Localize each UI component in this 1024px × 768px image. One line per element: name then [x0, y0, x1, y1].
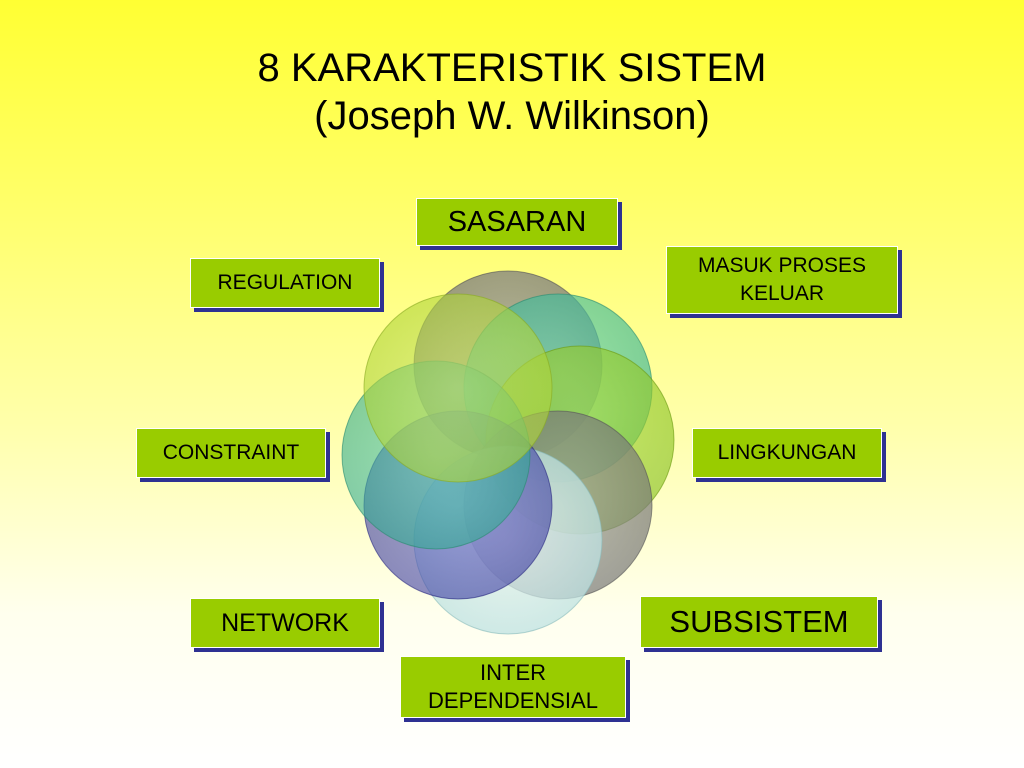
label-masuk-proses-keluar: MASUK PROSES KELUAR — [666, 246, 898, 314]
label-lingkungan-text: LINGKUNGAN — [717, 441, 857, 464]
label-constraint-text: CONSTRAINT — [162, 441, 300, 464]
petal-circle-top-left — [363, 293, 553, 483]
title-line-2: (Joseph W. Wilkinson) — [314, 94, 710, 138]
label-dependensial-text: DEPENDENSIAL — [428, 688, 598, 713]
label-inter-text: INTER — [480, 660, 546, 685]
label-sasaran: SASARAN — [416, 198, 618, 246]
petal-circles — [341, 270, 675, 635]
label-network-text: NETWORK — [221, 608, 349, 637]
label-regulation-text: REGULATION — [217, 271, 353, 294]
label-regulation: REGULATION — [190, 258, 380, 308]
label-inter-dependensial: INTER DEPENDENSIAL — [400, 656, 626, 718]
label-subsistem: SUBSISTEM — [640, 596, 878, 648]
label-lingkungan: LINGKUNGAN — [692, 428, 882, 478]
label-masuk-proses-text: MASUK PROSES — [697, 254, 867, 277]
label-network: NETWORK — [190, 598, 380, 648]
label-sasaran-text: SASARAN — [447, 205, 587, 238]
title-line-1: 8 KARAKTERISTIK SISTEM — [257, 46, 767, 90]
slide-title: 8 KARAKTERISTIK SISTEM (Joseph W. Wilkin… — [0, 44, 1024, 140]
label-subsistem-text: SUBSISTEM — [669, 604, 849, 639]
label-constraint: CONSTRAINT — [136, 428, 326, 478]
label-keluar-text: KELUAR — [739, 282, 825, 305]
